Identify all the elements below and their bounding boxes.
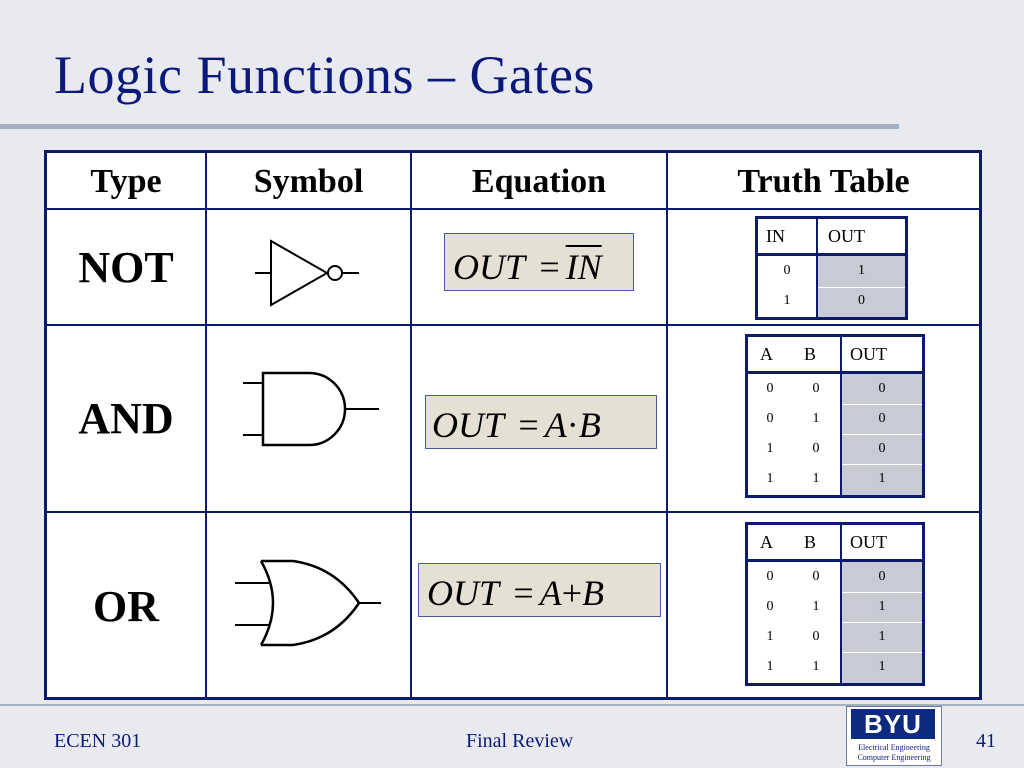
eq-lhs: OUT: [427, 573, 499, 613]
and-gate-icon: [243, 371, 379, 447]
eq-mid: +: [561, 573, 582, 613]
column-divider: [205, 153, 207, 697]
tt-cell: 0: [878, 411, 886, 426]
column-divider: [410, 153, 412, 697]
tt-cell: 0: [878, 569, 886, 584]
footer-course: ECEN 301: [54, 730, 142, 752]
not-gate-icon: [255, 239, 359, 307]
equation-and: OUT =A·B: [425, 395, 657, 449]
type-or: OR: [93, 582, 159, 631]
eq-mid: ·: [566, 405, 579, 445]
footer-title: Final Review: [466, 730, 574, 752]
row-divider: [47, 324, 979, 326]
logo-wordmark: BYU: [851, 709, 935, 739]
logo-line-2: Computer Engineering: [857, 753, 931, 762]
tt-cell: 1: [812, 599, 820, 614]
footer-divider: [0, 704, 1024, 706]
eq-operator: =: [539, 247, 560, 287]
tt-cell: 0: [766, 411, 774, 426]
header-equation: Equation: [471, 163, 607, 200]
tt-cell: 1: [878, 471, 886, 486]
logo-line-1: Electrical Engineering: [858, 743, 930, 752]
tt-col-a: A: [760, 344, 773, 364]
title-divider: [0, 124, 899, 129]
tt-cell: 0: [812, 381, 820, 396]
eq-b: B: [578, 405, 601, 445]
tt-cell: 0: [858, 293, 865, 308]
type-and: AND: [78, 394, 174, 443]
tt-col-in: IN: [766, 226, 785, 246]
row-divider: [47, 511, 979, 513]
header-truth-table: Truth Table: [737, 163, 910, 200]
tt-cell: 0: [878, 381, 886, 396]
truth-table-not: IN OUT 0 1 1 0: [755, 216, 908, 320]
eq-b: B: [582, 573, 604, 613]
tt-cell: 1: [858, 263, 865, 278]
eq-operator: =: [513, 573, 534, 613]
tt-cell: 0: [812, 629, 820, 644]
tt-cell: 1: [878, 599, 886, 614]
tt-cell: 1: [812, 659, 820, 674]
tt-cell: 0: [783, 263, 791, 278]
eq-a: A: [539, 573, 562, 613]
tt-cell: 0: [812, 441, 820, 456]
tt-cell: 0: [766, 569, 774, 584]
tt-cell: 1: [766, 471, 774, 486]
tt-col-a: A: [760, 532, 773, 552]
tt-cell: 1: [766, 659, 774, 674]
header-type: Type: [90, 163, 162, 200]
tt-col-out: OUT: [850, 532, 887, 552]
row-divider: [47, 208, 979, 210]
tt-cell: 0: [878, 441, 886, 456]
or-gate-icon: [235, 559, 381, 647]
equation-not: OUT =IN: [444, 233, 634, 291]
column-divider: [666, 153, 668, 697]
truth-table-and: A B OUT 0 0 0 0 1 0 1 0 0 1 1 1: [745, 334, 925, 498]
tt-cell: 1: [766, 441, 774, 456]
tt-cell: 1: [766, 629, 774, 644]
tt-col-b: B: [804, 344, 817, 364]
page-number: 41: [976, 730, 996, 752]
gates-table: Type Symbol Equation Truth Table NOT AND…: [44, 150, 982, 700]
equation-or: OUT =A+B: [418, 563, 661, 617]
header-symbol: Symbol: [253, 163, 364, 200]
truth-table-or: A B OUT 0 0 0 0 1 1 1 0 1 1 1 1: [745, 522, 925, 686]
tt-cell: 0: [766, 381, 774, 396]
tt-cell: 1: [812, 471, 820, 486]
tt-cell: 1: [812, 411, 820, 426]
tt-col-out: OUT: [828, 226, 865, 246]
eq-operator: =: [518, 405, 539, 445]
eq-a: A: [544, 405, 567, 445]
eq-lhs: OUT: [453, 247, 525, 287]
tt-cell: 1: [878, 629, 886, 644]
tt-col-b: B: [804, 532, 817, 552]
eq-rhs: IN: [565, 247, 602, 287]
slide-title: Logic Functions – Gates: [54, 45, 595, 105]
tt-cell: 1: [878, 659, 886, 674]
tt-cell: 0: [766, 599, 774, 614]
tt-cell: 0: [812, 569, 820, 584]
type-not: NOT: [78, 243, 174, 292]
tt-cell: 1: [783, 293, 791, 308]
tt-col-out: OUT: [850, 344, 887, 364]
eq-lhs: OUT: [432, 405, 504, 445]
byu-logo: BYU Electrical Engineering Computer Engi…: [846, 706, 942, 766]
